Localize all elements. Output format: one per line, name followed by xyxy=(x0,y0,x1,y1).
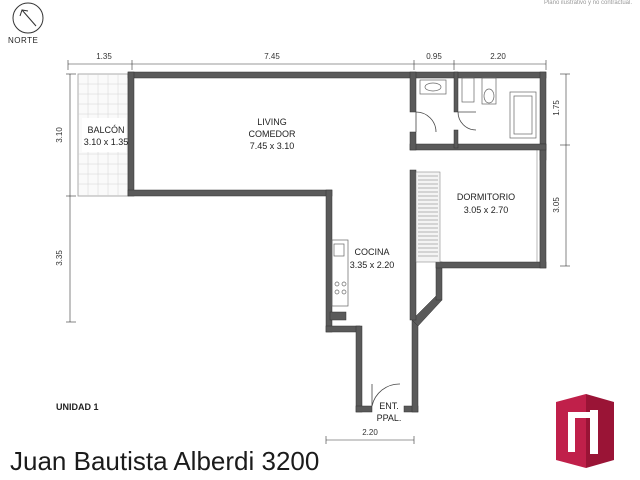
left-dimension-line xyxy=(66,73,76,323)
address-title: Juan Bautista Alberdi 3200 xyxy=(10,446,320,476)
kitchen-name: COCINA xyxy=(354,247,389,257)
disclaimer-note: Plano ilustrativo y no contractual. xyxy=(543,0,632,6)
window-lines xyxy=(127,74,541,262)
brand-logo xyxy=(556,394,614,468)
entrance-label-line2: PPAL. xyxy=(377,413,402,423)
bottom-dimension-line xyxy=(325,436,415,444)
dim-top-living: 7.45 xyxy=(264,52,280,61)
balcony-size: 3.10 x 1.35 xyxy=(84,137,129,147)
balcony-floor xyxy=(77,73,129,197)
dim-left-lower: 3.35 xyxy=(55,250,64,266)
dim-top-balcony: 1.35 xyxy=(96,52,112,61)
bathroom-fixtures xyxy=(419,77,537,139)
living-name-line1: LIVING xyxy=(257,117,287,127)
north-label: NORTE xyxy=(8,36,39,45)
living-size: 7.45 x 3.10 xyxy=(250,141,295,151)
bedroom-name: DORMITORIO xyxy=(457,192,515,202)
kitchen-size: 3.35 x 2.20 xyxy=(350,260,395,270)
dim-bottom: 2.20 xyxy=(362,428,378,437)
living-name-line2: COMEDOR xyxy=(249,129,297,139)
right-dimension-line xyxy=(560,73,570,267)
bedroom-size: 3.05 x 2.70 xyxy=(464,205,509,215)
balcony-name: BALCÓN xyxy=(87,125,124,135)
closet xyxy=(415,171,441,263)
door-swings xyxy=(371,111,477,407)
dim-right-upper: 1.75 xyxy=(552,100,561,116)
dim-top-bath: 2.20 xyxy=(490,52,506,61)
north-arrow-icon xyxy=(12,2,44,34)
top-dimension-line xyxy=(67,60,547,70)
dim-left-upper: 3.10 xyxy=(55,127,64,143)
walls xyxy=(127,71,547,413)
kitchen-counter xyxy=(331,239,349,307)
dim-top-hall: 0.95 xyxy=(426,52,442,61)
entrance-label-line1: ENT. xyxy=(379,401,399,411)
dim-right-lower: 3.05 xyxy=(552,197,561,213)
unit-label: UNIDAD 1 xyxy=(56,402,99,412)
